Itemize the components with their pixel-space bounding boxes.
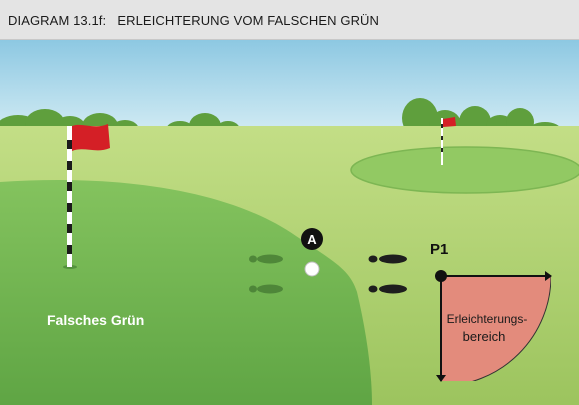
relief-area-label-2: bereich (463, 329, 506, 344)
wrong-green (0, 180, 372, 405)
title-bar: DIAGRAM 13.1f: ERLEICHTERUNG VOM FALSCHE… (0, 0, 579, 40)
reference-point-dot (435, 270, 447, 282)
relief-area: Erleichterungs- bereich (434, 269, 552, 382)
marker-a: A (301, 228, 323, 250)
golf-scene: A Erleichterungs- bereich P1 Falsches Gr… (0, 40, 579, 405)
marker-a-label: A (307, 232, 317, 247)
diagram-title: DIAGRAM 13.1f: ERLEICHTERUNG VOM FALSCHE… (8, 13, 380, 28)
golf-ball-icon (304, 261, 320, 277)
footprint-icon (249, 254, 283, 294)
relief-area-label-1: Erleichterungs- (447, 312, 528, 326)
far-flag-icon (441, 117, 456, 165)
wrong-green-label: Falsches Grün (47, 312, 144, 328)
far-green (350, 146, 579, 194)
flag-icon (63, 124, 110, 269)
footprint-icon (368, 254, 407, 294)
reference-point-label: P1 (430, 241, 448, 258)
